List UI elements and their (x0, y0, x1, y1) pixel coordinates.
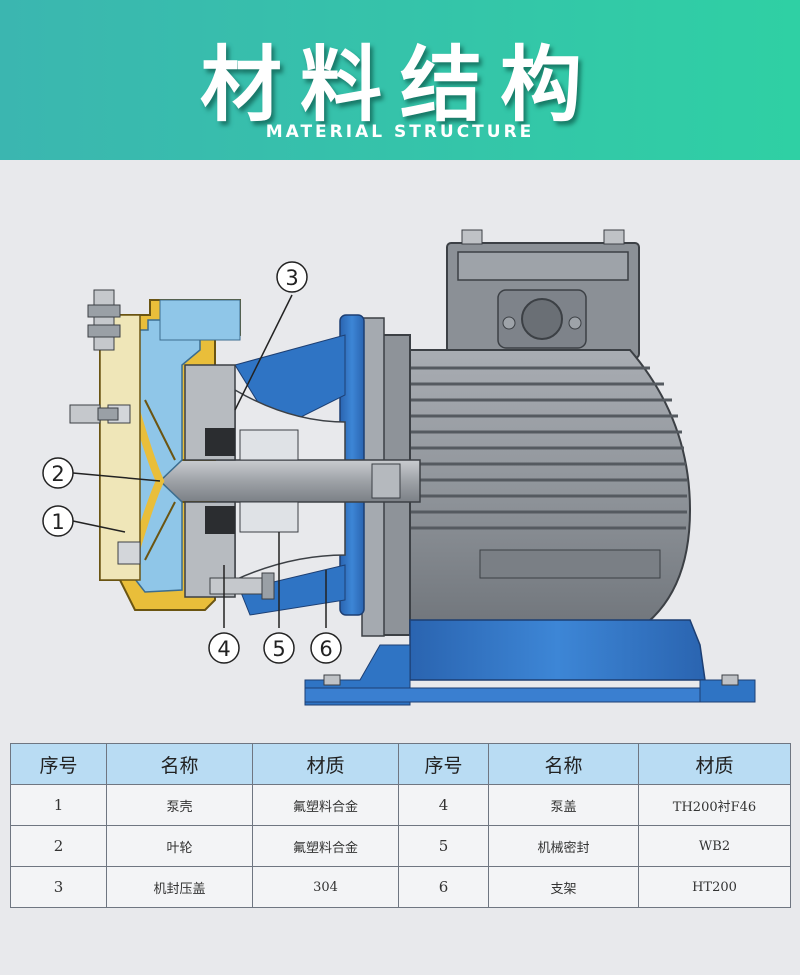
table-cell: TH200衬F46 (638, 784, 791, 826)
callout-labels: 3 2 1 4 5 6 (42, 261, 342, 664)
table-cell: 机械密封 (488, 825, 639, 867)
callout-3-marker (276, 261, 308, 293)
casing-bolts (69, 289, 121, 424)
callout-6-marker (310, 632, 342, 664)
table-cell: WB2 (638, 825, 791, 867)
table-cell: 4 (398, 784, 489, 826)
callout-5-label: 5 (272, 637, 285, 661)
table-cell: 叶轮 (106, 825, 253, 867)
callout-2-label: 2 (51, 462, 64, 486)
table-cell: 泵壳 (106, 784, 253, 826)
page-subtitle: MATERIAL STRUCTURE (265, 122, 535, 142)
page-title: 材料结构 (199, 38, 600, 133)
table-cell: 5 (398, 825, 489, 867)
callout-4-label: 4 (217, 637, 230, 661)
table-row: 2 叶轮 氟塑料合金 5 机械密封 WB2 (10, 825, 791, 867)
table-cell: HT200 (638, 866, 791, 908)
callout-1-label: 1 (51, 510, 64, 534)
pump-base (304, 619, 756, 706)
header-material: 材质 (252, 743, 399, 785)
callout-1-marker (42, 505, 74, 537)
callout-4-marker (208, 632, 240, 664)
header-material: 材质 (638, 743, 791, 785)
table-cell: 3 (10, 866, 107, 908)
header-index: 序号 (10, 743, 107, 785)
table-row: 3 机封压盖 304 6 支架 HT200 (10, 866, 791, 908)
table-row: 1 泵壳 氟塑料合金 4 泵盖 TH200衬F46 (10, 784, 791, 826)
mechanical-seal (184, 364, 299, 600)
callout-2-marker (42, 457, 74, 489)
table-cell: 氟塑料合金 (252, 784, 399, 826)
callout-3-label: 3 (285, 266, 298, 290)
callout-6-label: 6 (319, 637, 332, 661)
table-cell: 304 (252, 866, 399, 908)
header-part-name: 名称 (488, 743, 639, 785)
motor (361, 229, 692, 637)
table-header-row: 序号 名称 材质 序号 名称 材质 (10, 743, 791, 785)
header-index: 序号 (398, 743, 489, 785)
table-cell: 6 (398, 866, 489, 908)
header-banner: 材料结构 MATERIAL STRUCTURE (0, 0, 800, 160)
table-cell: 泵盖 (488, 784, 639, 826)
header-part-name: 名称 (106, 743, 253, 785)
callout-5-marker (263, 632, 295, 664)
pump-cross-section-diagram: 3 2 1 4 5 6 (42, 229, 756, 706)
table-cell: 机封压盖 (106, 866, 253, 908)
table-cell: 支架 (488, 866, 639, 908)
table-cell: 氟塑料合金 (252, 825, 399, 867)
table-cell: 2 (10, 825, 107, 867)
shaft (158, 459, 421, 503)
table-cell: 1 (10, 784, 107, 826)
materials-table: 序号 名称 材质 序号 名称 材质 1 泵壳 氟塑料合金 4 泵盖 TH200衬… (10, 743, 791, 908)
